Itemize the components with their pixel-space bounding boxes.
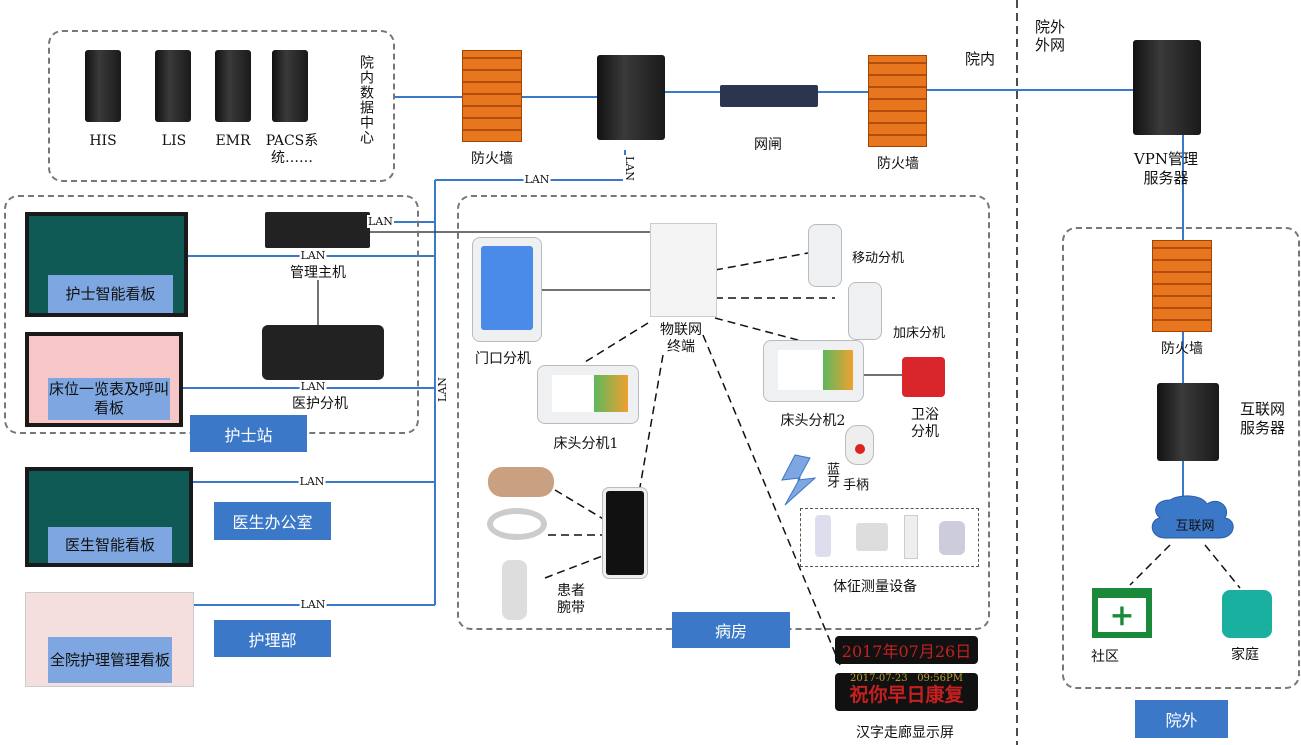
home-label: 家庭 [1231, 647, 1259, 663]
home-icon [1222, 590, 1272, 638]
nursing-board-label: 全院护理管理看板 [48, 637, 172, 683]
extra-bed-unit-label: 加床分机 [893, 326, 946, 341]
lan-label: LAN [299, 598, 327, 611]
infusion-tag-icon [502, 560, 527, 620]
nursing-dept-label: 护理部 [214, 620, 331, 657]
management-host-icon [265, 212, 370, 248]
server-icon [597, 55, 665, 140]
zone-outside-net-label: 院外 外网 [1035, 18, 1066, 54]
handle-icon [845, 425, 874, 465]
led-message: 祝你早日康复 [849, 684, 964, 706]
community-label: 社区 [1091, 649, 1119, 665]
doctor-office-label: 医生办公室 [214, 502, 331, 540]
blood-pressure-monitor-icon [856, 523, 888, 551]
server-icon [272, 50, 308, 122]
nurse-station-label: 护士站 [190, 415, 307, 452]
led-label: 汉字走廊显示屏 [856, 725, 954, 741]
lis-label: LIS [161, 133, 187, 149]
gateway-label: 网闸 [754, 137, 782, 153]
nurse-phone-icon [262, 325, 384, 380]
vpn-server-icon [1133, 40, 1201, 135]
firewall-icon [868, 55, 927, 147]
firewall-1-label: 防火墙 [471, 151, 513, 167]
nurse-phone-label: 医护分机 [292, 396, 348, 412]
outside-label: 院外 [1135, 700, 1228, 738]
iot-terminal-label: 物联网 终端 [660, 322, 702, 355]
cloud-label: 互联网 [1175, 519, 1215, 534]
bathroom-unit-label: 卫浴 分机 [911, 407, 939, 440]
bed-board-label: 床位一览表及呼叫看板 [48, 378, 170, 420]
lan-label: LAN [299, 249, 327, 262]
bathroom-unit-icon [902, 357, 945, 397]
thermometer-icon [904, 515, 918, 559]
mobile-unit-label: 移动分机 [852, 251, 905, 266]
silicone-wristband-icon [487, 508, 547, 540]
server-icon [155, 50, 191, 122]
his-label: HIS [89, 133, 117, 149]
glucose-meter-icon [815, 515, 831, 557]
community-hospital-icon: + [1092, 588, 1152, 638]
door-unit-label: 门口分机 [475, 351, 531, 367]
mobile-unit-icon [808, 224, 842, 287]
lan-label: LAN [298, 475, 326, 488]
led-display-2: 2017-07-23 09:56PM 祝你早日康复 [835, 673, 978, 711]
handle-label: 手柄 [843, 478, 870, 493]
firewall-2-label: 防火墙 [877, 156, 919, 172]
iot-terminal-icon [650, 223, 717, 317]
door-unit-icon [472, 237, 542, 342]
bedside-unit-1-icon [537, 365, 639, 424]
firewall-3-label: 防火墙 [1161, 341, 1203, 357]
bedside-unit-2-icon [763, 340, 864, 402]
wrist-band-icon [488, 467, 554, 497]
lan-label: LAN [299, 380, 327, 393]
pacs-label: PACS系 统…… [265, 133, 319, 166]
emr-label: EMR [215, 133, 251, 149]
internet-server-label: 互联网 服务器 [1240, 400, 1286, 437]
nurse-board-label: 护士智能看板 [48, 275, 173, 313]
firewall-icon [1152, 240, 1212, 332]
led-display-1: 2017年07月26日 [835, 636, 978, 664]
lan-label: LAN [367, 215, 394, 228]
bluetooth-label: 蓝牙 [824, 462, 839, 488]
oximeter-icon [939, 521, 965, 555]
led-time: 2017-07-23 09:56PM [850, 673, 963, 684]
vitals-label: 体征测量设备 [833, 579, 917, 595]
internet-server-icon [1157, 383, 1219, 461]
lan-label: LAN [435, 376, 449, 403]
zone-inside-label: 院内 [965, 50, 996, 68]
vpn-label: VPN管理 服务器 [1133, 150, 1199, 187]
lan-label: LAN [622, 155, 636, 182]
bedside-unit-2-label: 床头分机2 [780, 413, 846, 429]
server-icon [85, 50, 121, 122]
gateway-device-icon [720, 85, 818, 107]
server-icon [215, 50, 251, 122]
ward-label: 病房 [672, 612, 790, 648]
extra-bed-unit-icon [848, 282, 882, 340]
doctor-board-label: 医生智能看板 [48, 527, 172, 563]
data-center-group [48, 30, 395, 182]
lan-label: LAN [523, 173, 551, 186]
management-host-label: 管理主机 [290, 265, 346, 281]
firewall-icon [462, 50, 522, 142]
smartphone-icon [602, 487, 648, 579]
bluetooth-lightning-icon [781, 454, 817, 506]
data-center-title: 院内数据中心 [358, 55, 374, 145]
wristband-label: 患者 腕带 [557, 583, 585, 616]
bedside-unit-1-label: 床头分机1 [553, 436, 619, 452]
outside-group [1062, 227, 1300, 689]
cloud-icon [1151, 495, 1234, 539]
vitals-devices-group [800, 508, 979, 567]
